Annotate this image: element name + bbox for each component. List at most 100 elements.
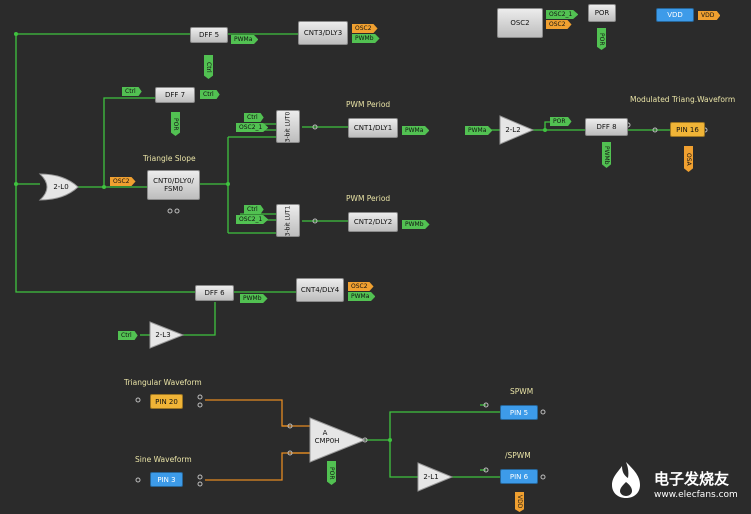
buffer-l2-label: 2-L2 (505, 126, 521, 134)
port-circle (540, 474, 546, 480)
cnt0-block[interactable]: CNT0/DLY0/ FSM0 (147, 170, 200, 200)
tag-ctrl: Ctrl (244, 205, 264, 214)
buffer-l3-label: 2-L3 (155, 331, 171, 339)
junction-dot (14, 32, 18, 36)
dff7-block[interactable]: DFF 7 (155, 87, 195, 103)
junction-dot (226, 182, 230, 186)
port-circle (287, 423, 293, 429)
label-pwm-period: PWM Period (346, 100, 391, 109)
junction-dot (14, 182, 18, 186)
port-circle (167, 208, 173, 214)
watermark-logo: 电子发烧友 www.elecfans.com (602, 458, 750, 510)
wire (365, 411, 500, 441)
wire-analog (205, 399, 310, 427)
junction-dot (388, 438, 392, 442)
pin3[interactable]: PIN 3 (150, 472, 183, 487)
logo-name: 电子发烧友 (654, 470, 730, 488)
port-circle (652, 127, 658, 133)
tag-pwmb: PWMb (602, 142, 611, 168)
pin5[interactable]: PIN 5 (500, 405, 538, 420)
tag-osc2: OSC2 (352, 24, 378, 33)
port-circle (197, 394, 203, 400)
label-sine-waveform: Sine Waveform (135, 455, 192, 464)
port-circle (197, 474, 203, 480)
lut1-label: 3-bit LUT1 (284, 205, 292, 236)
label-triangle-slope: Triangle Slope (143, 154, 196, 163)
cnt4-block[interactable]: CNT4/DLY4 (296, 278, 344, 302)
osc2-block[interactable]: OSC2 (497, 8, 543, 38)
port-circle (174, 208, 180, 214)
or-gate-shape (38, 173, 79, 201)
junction-dot (102, 185, 106, 189)
tag-osc2-1: OSC2_1 (236, 123, 269, 132)
port-circle (135, 397, 141, 403)
tag-vdd: VDD (515, 492, 524, 512)
tag-osa: OSA (684, 146, 693, 172)
label-nspwm: /SPWM (505, 451, 531, 460)
dff6-block[interactable]: DFF 6 (195, 285, 234, 301)
tag-pwmb: PWMb (240, 294, 268, 303)
port-circle (312, 218, 318, 224)
tag-por: POR (171, 112, 180, 136)
tag-pwmb: PWMb (352, 34, 380, 43)
tag-osc2-1: OSC2_1 (546, 10, 579, 19)
flame-icon (612, 462, 640, 498)
pin20[interactable]: PIN 20 (150, 394, 183, 409)
dff5-block[interactable]: DFF 5 (190, 27, 228, 43)
tag-pwma: PWMa (402, 126, 430, 135)
cnt1-block[interactable]: CNT1/DLY1 (348, 118, 398, 138)
port-circle (483, 402, 489, 408)
buffer-l1-label: 2-L1 (423, 473, 439, 481)
tag-pwma: PWMa (231, 35, 259, 44)
wire (544, 121, 550, 130)
tag-pwma: PWMa (465, 126, 493, 135)
tag-osc2: OSC2 (546, 20, 572, 29)
comparator-shape (309, 417, 367, 463)
buffer-l2-shape (499, 115, 535, 145)
wire-analog (205, 452, 310, 481)
tag-pwmb: PWMb (402, 220, 430, 229)
pin16[interactable]: PIN 16 (670, 122, 705, 137)
junction-dot (543, 128, 547, 132)
dff8-block[interactable]: DFF 8 (585, 118, 628, 136)
pin6[interactable]: PIN 6 (500, 469, 538, 484)
comparator-label: CMP0H (314, 436, 340, 445)
wire (103, 97, 155, 187)
comparator-label-a: A (322, 428, 328, 437)
lut1-block[interactable]: 3-bit LUT1 (276, 204, 300, 237)
tag-osc2: OSC2 (110, 177, 136, 186)
port-circle (197, 402, 203, 408)
port-circle (540, 409, 546, 415)
lut0-label: 3-bit LUT0 (284, 111, 292, 142)
tag-ctrl: Ctrl (118, 331, 138, 340)
buffer-l3-shape (149, 321, 185, 349)
port-circle (135, 477, 141, 483)
port-circle (483, 467, 489, 473)
tag-ctrl: Ctrl (244, 113, 264, 122)
tag-ctrl: Ctrl (204, 55, 213, 79)
or-gate-label: 2-L0 (53, 183, 69, 191)
cnt3-block[interactable]: CNT3/DLY3 (298, 21, 348, 45)
tag-osc2-1: OSC2_1 (236, 215, 269, 224)
tag-pwma: PWMa (348, 292, 376, 301)
por-block[interactable]: POR (588, 4, 616, 22)
wire (183, 302, 216, 336)
vdd-pin[interactable]: VDD (656, 8, 694, 22)
port-circle (312, 124, 318, 130)
tag-vdd: VDD (698, 11, 721, 20)
label-pwm-period: PWM Period (346, 194, 391, 203)
label-modulated-waveform: Modulated Triang.Waveform (630, 95, 736, 104)
cnt2-block[interactable]: CNT2/DLY2 (348, 212, 398, 232)
port-circle (287, 450, 293, 456)
tag-ctrl: Ctrl (122, 87, 142, 96)
label-triangular-waveform: Triangular Waveform (124, 378, 202, 387)
lut0-block[interactable]: 3-bit LUT0 (276, 110, 300, 143)
tag-por: POR (327, 461, 336, 485)
tag-por: POR (597, 28, 606, 50)
tag-por: POR (550, 117, 572, 126)
logo-url: www.elecfans.com (654, 490, 738, 500)
wire (15, 34, 195, 293)
buffer-l1-shape (417, 462, 454, 492)
